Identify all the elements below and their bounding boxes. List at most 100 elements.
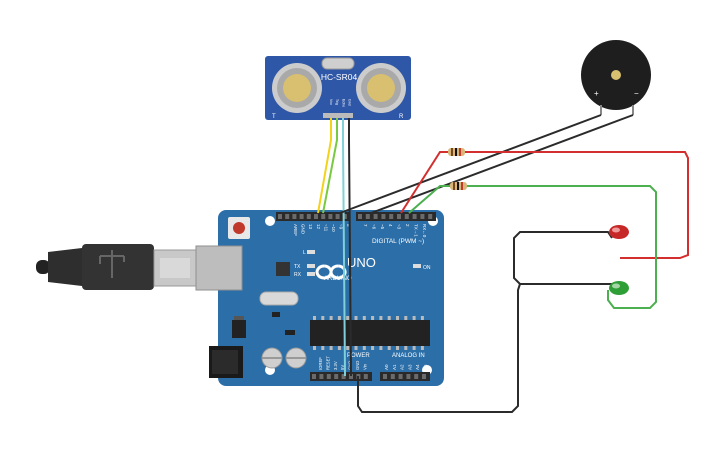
reset-button-cap[interactable]	[233, 222, 245, 234]
header-hole[interactable]	[428, 214, 433, 219]
top-pin-label: ~6	[371, 224, 376, 230]
sensor-r-mark: R	[399, 114, 404, 120]
resistor-band	[451, 148, 453, 156]
wire-led-ground[interactable]	[513, 231, 613, 285]
chip-pin	[371, 346, 375, 350]
header-hole[interactable]	[381, 214, 386, 219]
header-hole[interactable]	[365, 214, 370, 219]
header-holes	[278, 214, 433, 219]
chip-pin	[329, 316, 333, 320]
top-pin-label: 8	[346, 224, 351, 227]
header-hole[interactable]	[314, 214, 318, 219]
header-hole[interactable]	[278, 214, 282, 219]
header-hole[interactable]	[299, 214, 304, 219]
chip-pin	[321, 316, 325, 320]
green-led-shine	[612, 283, 620, 289]
header-hole[interactable]	[349, 374, 353, 379]
regulator-tab	[234, 316, 244, 320]
wire-buzzer-minus[interactable]	[370, 114, 634, 214]
sensor-t-mark: T	[272, 114, 276, 120]
smd-part	[285, 330, 295, 335]
header-hole[interactable]	[389, 214, 394, 219]
top-pin-label: 2	[405, 224, 410, 227]
green-led-body	[609, 281, 629, 295]
top-pin-label: AREF	[293, 224, 298, 236]
header-hole[interactable]	[397, 214, 401, 219]
analog-pin-label: A0	[384, 364, 389, 370]
wire-echo-lime[interactable]	[322, 118, 338, 214]
chip-pin	[396, 346, 399, 350]
red-led[interactable]	[609, 225, 629, 239]
analog-pin-label: A3	[407, 364, 412, 370]
analog-pin-label: A2	[400, 364, 405, 370]
mount-hole	[265, 216, 275, 226]
header-hole[interactable]	[342, 214, 347, 219]
piezo-buzzer[interactable]: + −	[581, 40, 651, 115]
header-hole[interactable]	[398, 374, 403, 379]
header-hole[interactable]	[414, 374, 419, 379]
header-hole[interactable]	[406, 374, 411, 379]
header-hole[interactable]	[358, 214, 362, 219]
chip-pin	[321, 346, 325, 350]
chip-pin	[354, 316, 358, 320]
wire-trig-yellow[interactable]	[317, 118, 332, 214]
power-pin-label: Vin	[362, 363, 367, 370]
wire-vcc-cyan[interactable]	[342, 118, 346, 377]
header-hole[interactable]	[341, 374, 346, 379]
top-pin-label: ~5	[380, 224, 385, 230]
header-hole[interactable]	[383, 374, 387, 379]
header-hole[interactable]	[404, 214, 409, 219]
header-hole[interactable]	[319, 374, 324, 379]
header-top-left	[276, 212, 350, 221]
resistor-green-led[interactable]	[450, 182, 467, 190]
header-hole[interactable]	[321, 214, 326, 219]
wire-gnd-black[interactable]	[348, 118, 352, 377]
wire-buzzer-plus[interactable]	[339, 114, 602, 214]
usb-cable-boot	[48, 248, 82, 286]
header-top-right	[356, 212, 436, 221]
chip-pin	[420, 316, 424, 320]
header-hole[interactable]	[390, 374, 395, 379]
atmega-chip	[310, 320, 430, 346]
header-hole[interactable]	[292, 214, 297, 219]
power-pin-label: RESET	[325, 356, 330, 370]
board-pcb	[218, 210, 444, 386]
led-l-label: L	[303, 250, 306, 256]
header-hole[interactable]	[412, 214, 417, 219]
header-hole[interactable]	[373, 214, 378, 219]
wire-ground-return[interactable]	[357, 283, 521, 413]
sensor-pin-label: Vcc	[329, 99, 333, 105]
top-pin-label: 12	[316, 224, 321, 230]
wire-green-to-led[interactable]	[467, 185, 657, 309]
crystal-oscillator	[259, 291, 299, 306]
header-hole[interactable]	[420, 214, 425, 219]
wires	[317, 114, 689, 413]
header-hole[interactable]	[306, 214, 311, 219]
header-hole[interactable]	[312, 374, 316, 379]
top-pin-label: ~11	[323, 224, 328, 232]
digital-label: DIGITAL (PWM ~)	[372, 238, 424, 245]
receiver-transducer	[356, 63, 406, 113]
wire-red-to-resistor[interactable]	[400, 151, 448, 214]
header-hole[interactable]	[285, 214, 290, 219]
chip-pin	[379, 346, 383, 350]
led-l	[307, 250, 315, 254]
header-hole[interactable]	[335, 214, 340, 219]
header-hole[interactable]	[422, 374, 426, 379]
header-hole[interactable]	[326, 374, 331, 379]
chip-pins	[313, 316, 424, 350]
power-pin-label: GND	[355, 361, 360, 370]
header-hole[interactable]	[363, 374, 368, 379]
usb-cable[interactable]	[36, 244, 199, 290]
header-hole[interactable]	[328, 214, 333, 219]
header-hole[interactable]	[334, 374, 339, 379]
wire-green-to-resistor[interactable]	[408, 185, 450, 214]
green-led[interactable]	[609, 281, 629, 295]
wire-red-to-led[interactable]	[465, 151, 689, 259]
resistor-red-led[interactable]	[448, 148, 465, 156]
